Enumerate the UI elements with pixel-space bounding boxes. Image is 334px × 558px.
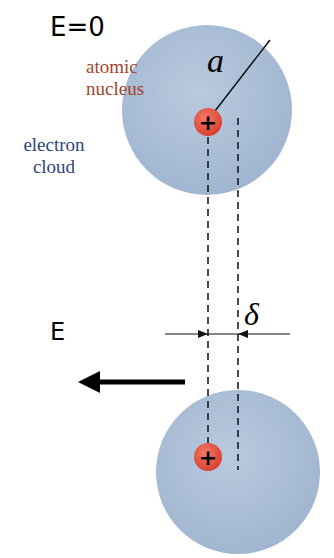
charge-sign: + <box>199 445 217 470</box>
field-arrowhead <box>78 371 100 393</box>
field-label: E <box>50 318 65 346</box>
electron-cloud <box>122 25 292 195</box>
charge-sign: + <box>199 110 217 135</box>
dimension-tick <box>198 330 208 338</box>
atomic-nucleus <box>194 443 222 471</box>
nucleus-label: atomic nucleus <box>86 56 166 100</box>
electron-cloud <box>156 390 320 554</box>
radius-label: a <box>207 42 224 80</box>
dashed-line <box>237 118 239 470</box>
atomic-nucleus <box>194 108 222 136</box>
radius-line <box>208 40 270 120</box>
dashed-line <box>207 137 209 443</box>
cloud-label: electron cloud <box>6 134 102 178</box>
field-arrow <box>96 380 185 385</box>
dimension-line <box>165 333 290 334</box>
displacement-label: δ <box>244 296 259 333</box>
field-label: E=0 <box>50 12 105 42</box>
